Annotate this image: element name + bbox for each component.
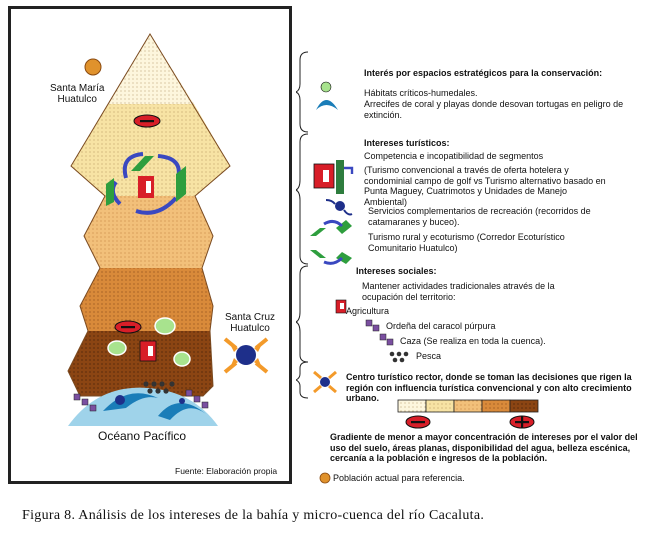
conservation-wetlands: Hábitats críticos-humedales.: [364, 88, 478, 98]
population-text: Población actual para referencia.: [333, 473, 465, 483]
bay: [68, 387, 218, 426]
zone-4: [80, 268, 213, 331]
santa-cruz-center-symbol: [223, 337, 269, 374]
hunting-icon: [379, 333, 394, 346]
conservation-title: Interés por espacios estratégicos para l…: [364, 68, 603, 78]
label-source: Fuente: Elaboración propia: [175, 466, 278, 476]
wetland-1: [154, 317, 176, 335]
snail-icon: [365, 319, 380, 332]
legend-graphics: [296, 51, 539, 484]
figure-caption: Figura 8. Análisis de los intereses de l…: [22, 508, 485, 523]
ecotourism-icon: [310, 219, 352, 265]
agriculture-icon: [335, 299, 347, 314]
brace-social: [296, 265, 309, 363]
tourism-conventional: (Turismo convencional a través de oferta…: [364, 165, 606, 207]
mini-marker: [179, 398, 185, 404]
center-icon: [313, 370, 337, 394]
social-agriculture: Agricultura: [346, 306, 390, 316]
gradient-text-content: Gradiente de menor a mayor concentración…: [330, 432, 638, 463]
snail-symbols-map: [73, 389, 209, 412]
social-hunting: Caza (Se realiza en toda la cuenca).: [400, 336, 546, 346]
catamaran-icon: [325, 199, 353, 216]
fishing-dots-map: [143, 381, 175, 394]
tourism-complementary: Servicios complementarios de recreación …: [368, 206, 591, 227]
conventional-tourism-icon: [313, 160, 354, 194]
label-santa-cruz: Santa Cruz Huatulco: [225, 312, 276, 334]
tourism-rural: Turismo rural y ecoturismo (Corredor Eco…: [368, 232, 565, 253]
tourism-competition: Competencia e incopatibilidad de segment…: [364, 151, 544, 161]
tourism-cycle-top: [106, 152, 186, 215]
conservation-reefs: Arrecifes de coral y playas donde desova…: [364, 99, 624, 120]
zone-5: [68, 331, 213, 396]
plus-marker: [509, 415, 535, 429]
brace-center: [296, 361, 309, 399]
tourism-title: Intereses turísticos:: [364, 138, 450, 148]
santa-cruz-center-map: [115, 395, 125, 405]
brace-tourism: [296, 133, 309, 265]
gradient-text: Gradiente de menor a mayor concentración…: [330, 432, 642, 464]
zone-2: [71, 104, 230, 196]
reef-icon: [316, 100, 338, 110]
gradient-bar: [397, 399, 539, 413]
brace-conservation: [296, 51, 309, 133]
wetland-2: [107, 340, 127, 356]
watershed-map: [67, 33, 269, 426]
social-title: Intereses sociales:: [356, 266, 437, 276]
label-santa-maria: Santa María Huatulco: [50, 83, 105, 105]
wetland-3: [173, 351, 191, 367]
santa-maria-population: [84, 58, 102, 76]
social-traditional: Mantener actividades tradicionales atrav…: [362, 281, 555, 302]
social-fishing: Pesca: [416, 351, 442, 361]
zone-1: [108, 34, 194, 104]
center-text: Centro turístico rector, donde se toman …: [346, 372, 646, 404]
center-text-content: Centro turístico rector, donde se toman …: [346, 372, 632, 403]
social-snail: Ordeña del caracol púrpura: [386, 321, 496, 331]
fishing-icon: [389, 351, 409, 363]
agriculture-symbol-map: [139, 340, 157, 362]
reef-arc: [103, 393, 158, 411]
reef-arc-2: [158, 402, 206, 420]
zone-3: [84, 196, 213, 268]
population-icon: [319, 472, 331, 484]
wetland-icon: [320, 81, 332, 93]
minus-marker: [405, 415, 431, 429]
label-ocean: Océano Pacífico: [98, 429, 187, 443]
